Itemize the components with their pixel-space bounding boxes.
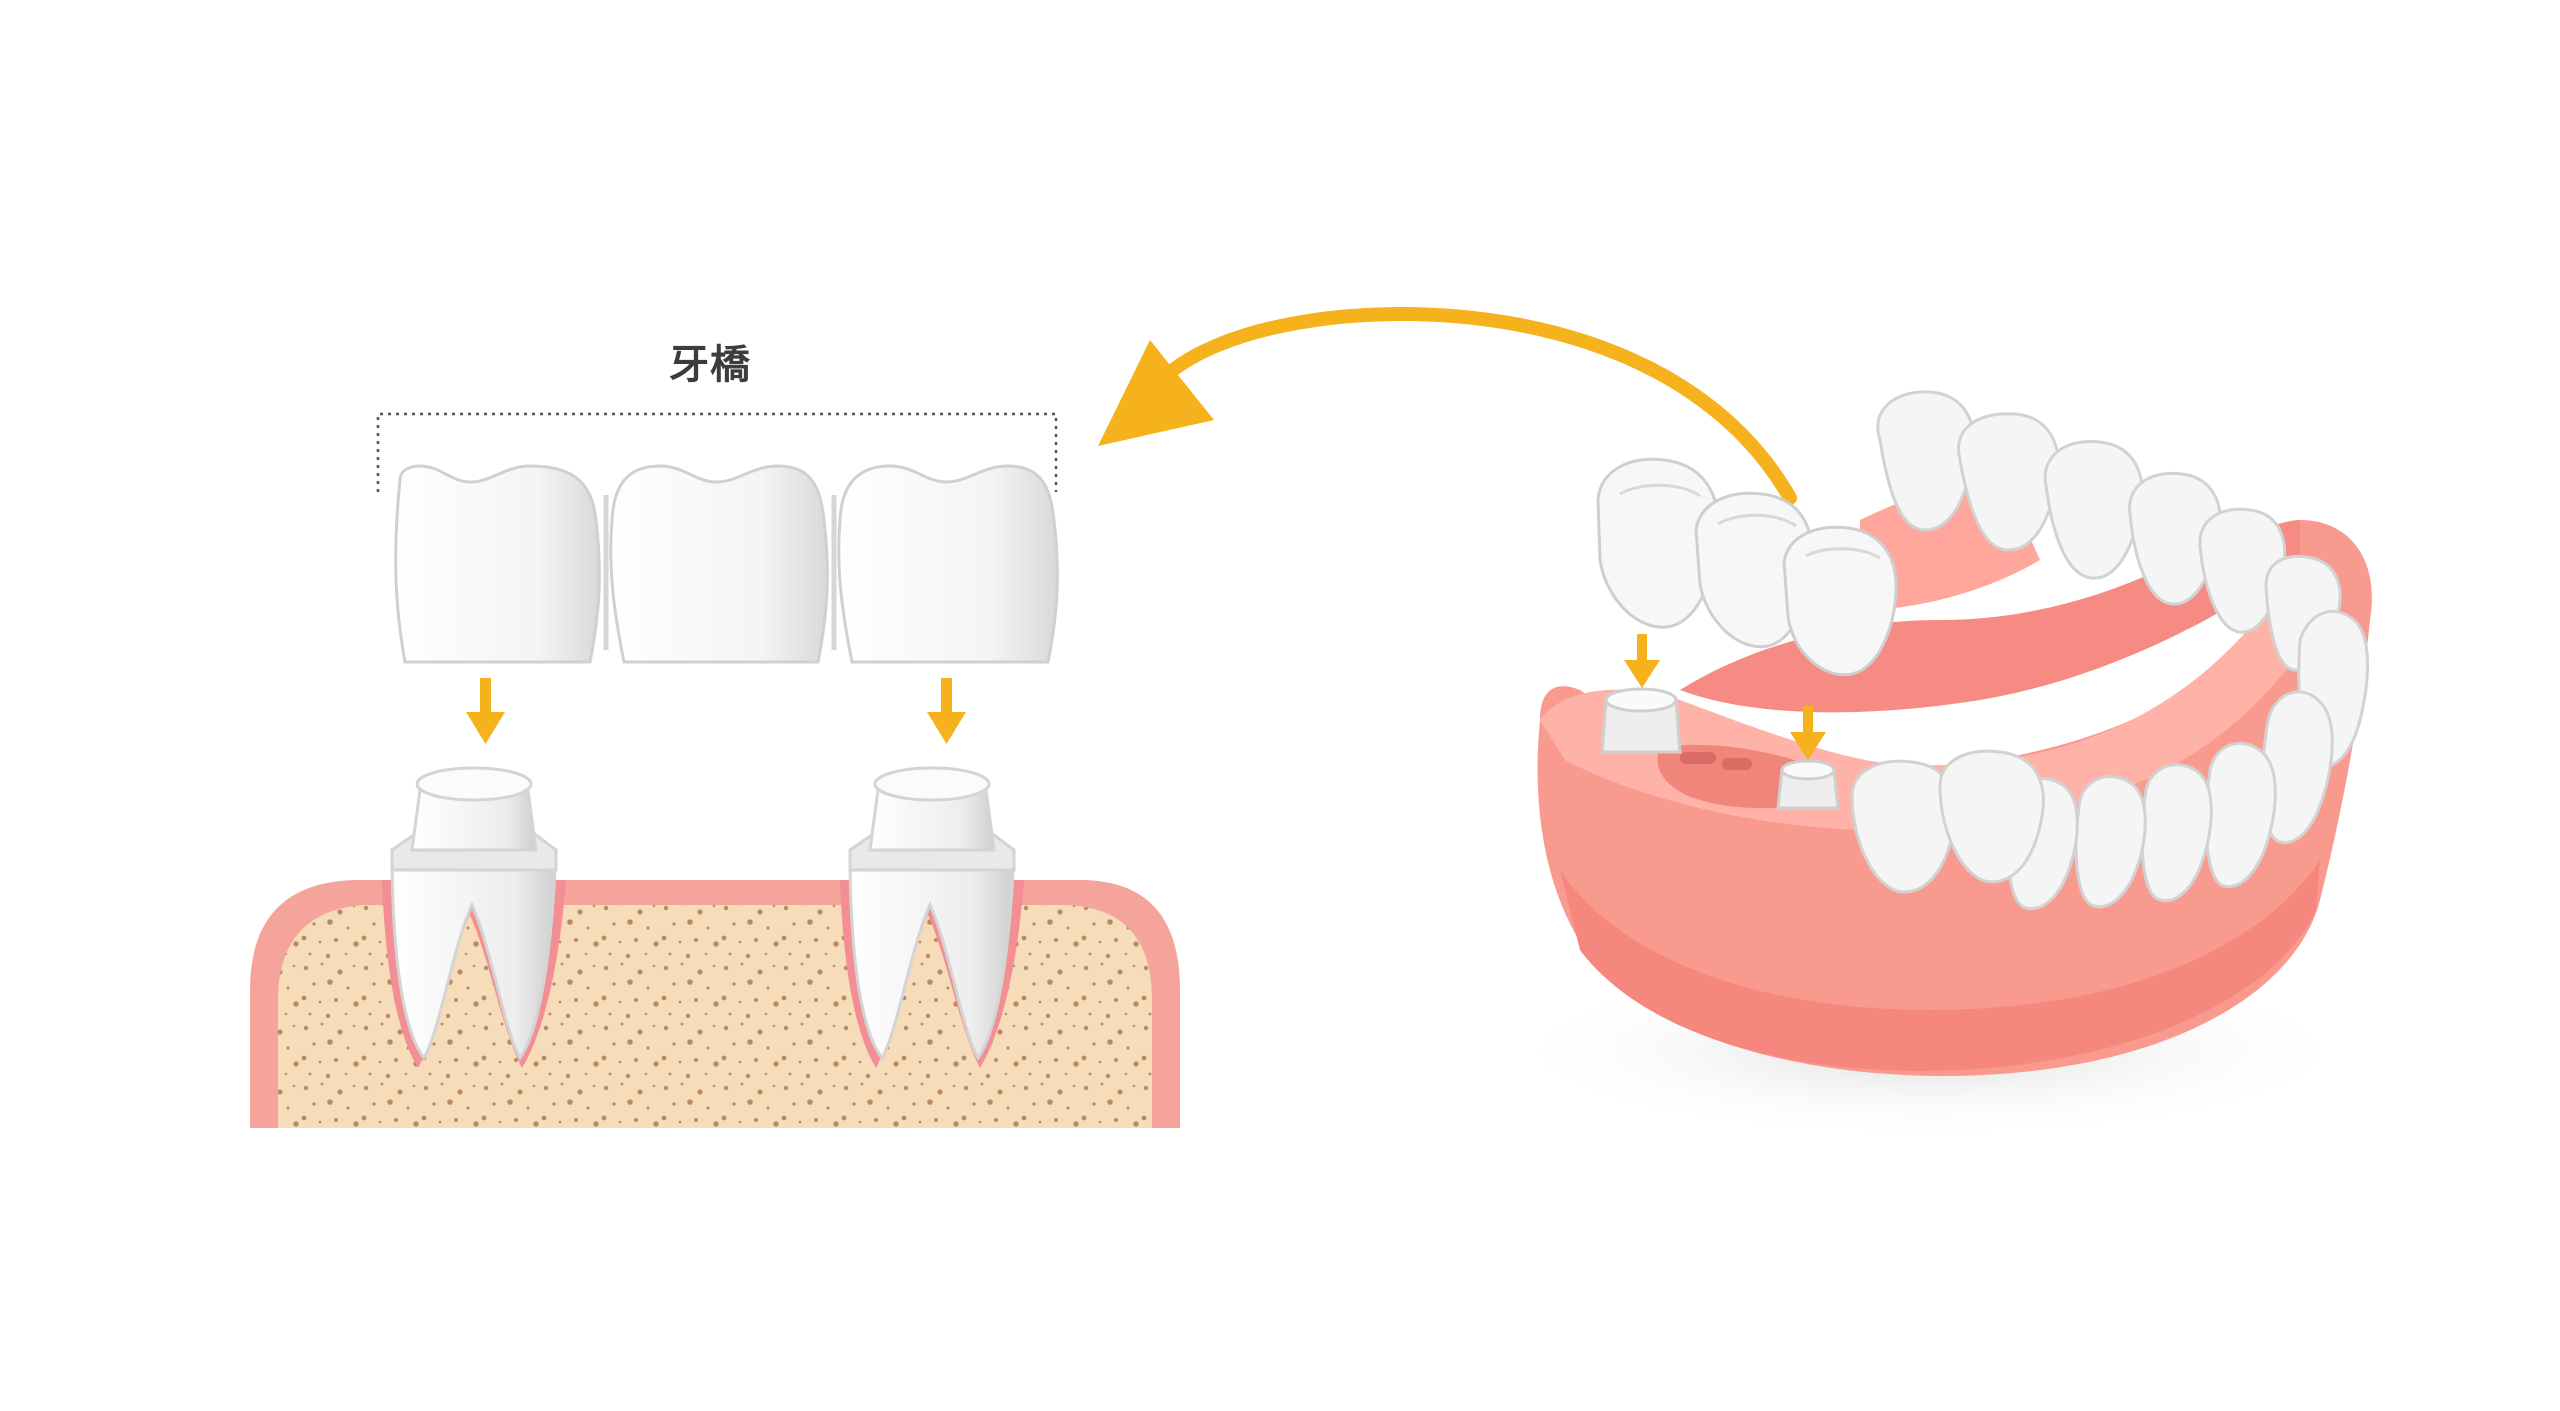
abutment-tooth-icon [840,766,1024,1068]
arrow-down-icon [1790,706,1826,760]
bridge-crown-right [837,464,1059,664]
dental-bridge-icon [394,464,1059,664]
abutment-tooth-icon [382,766,566,1068]
front-teeth [2006,609,2370,911]
lower-jaw-model-icon [1500,390,2372,1140]
arrow-down-icon [1624,634,1660,688]
bridge-crown-middle [609,464,829,664]
bridge-title-label: 牙橋 [669,342,751,388]
arrow-down-icon [466,678,505,744]
bridge-crown-left [394,464,601,664]
bridge-cross-section [250,412,1180,1128]
molar-row-back [1876,390,2342,672]
curved-arrow-icon [1098,307,1797,505]
abutment-tooth-icon [1600,687,1682,754]
abutment-tooth-icon [1776,759,1840,810]
premolars [1850,749,2045,894]
dental-bridge-icon [1596,457,1898,677]
arrow-down-icon [927,678,966,744]
bridge-bracket [376,412,1058,492]
